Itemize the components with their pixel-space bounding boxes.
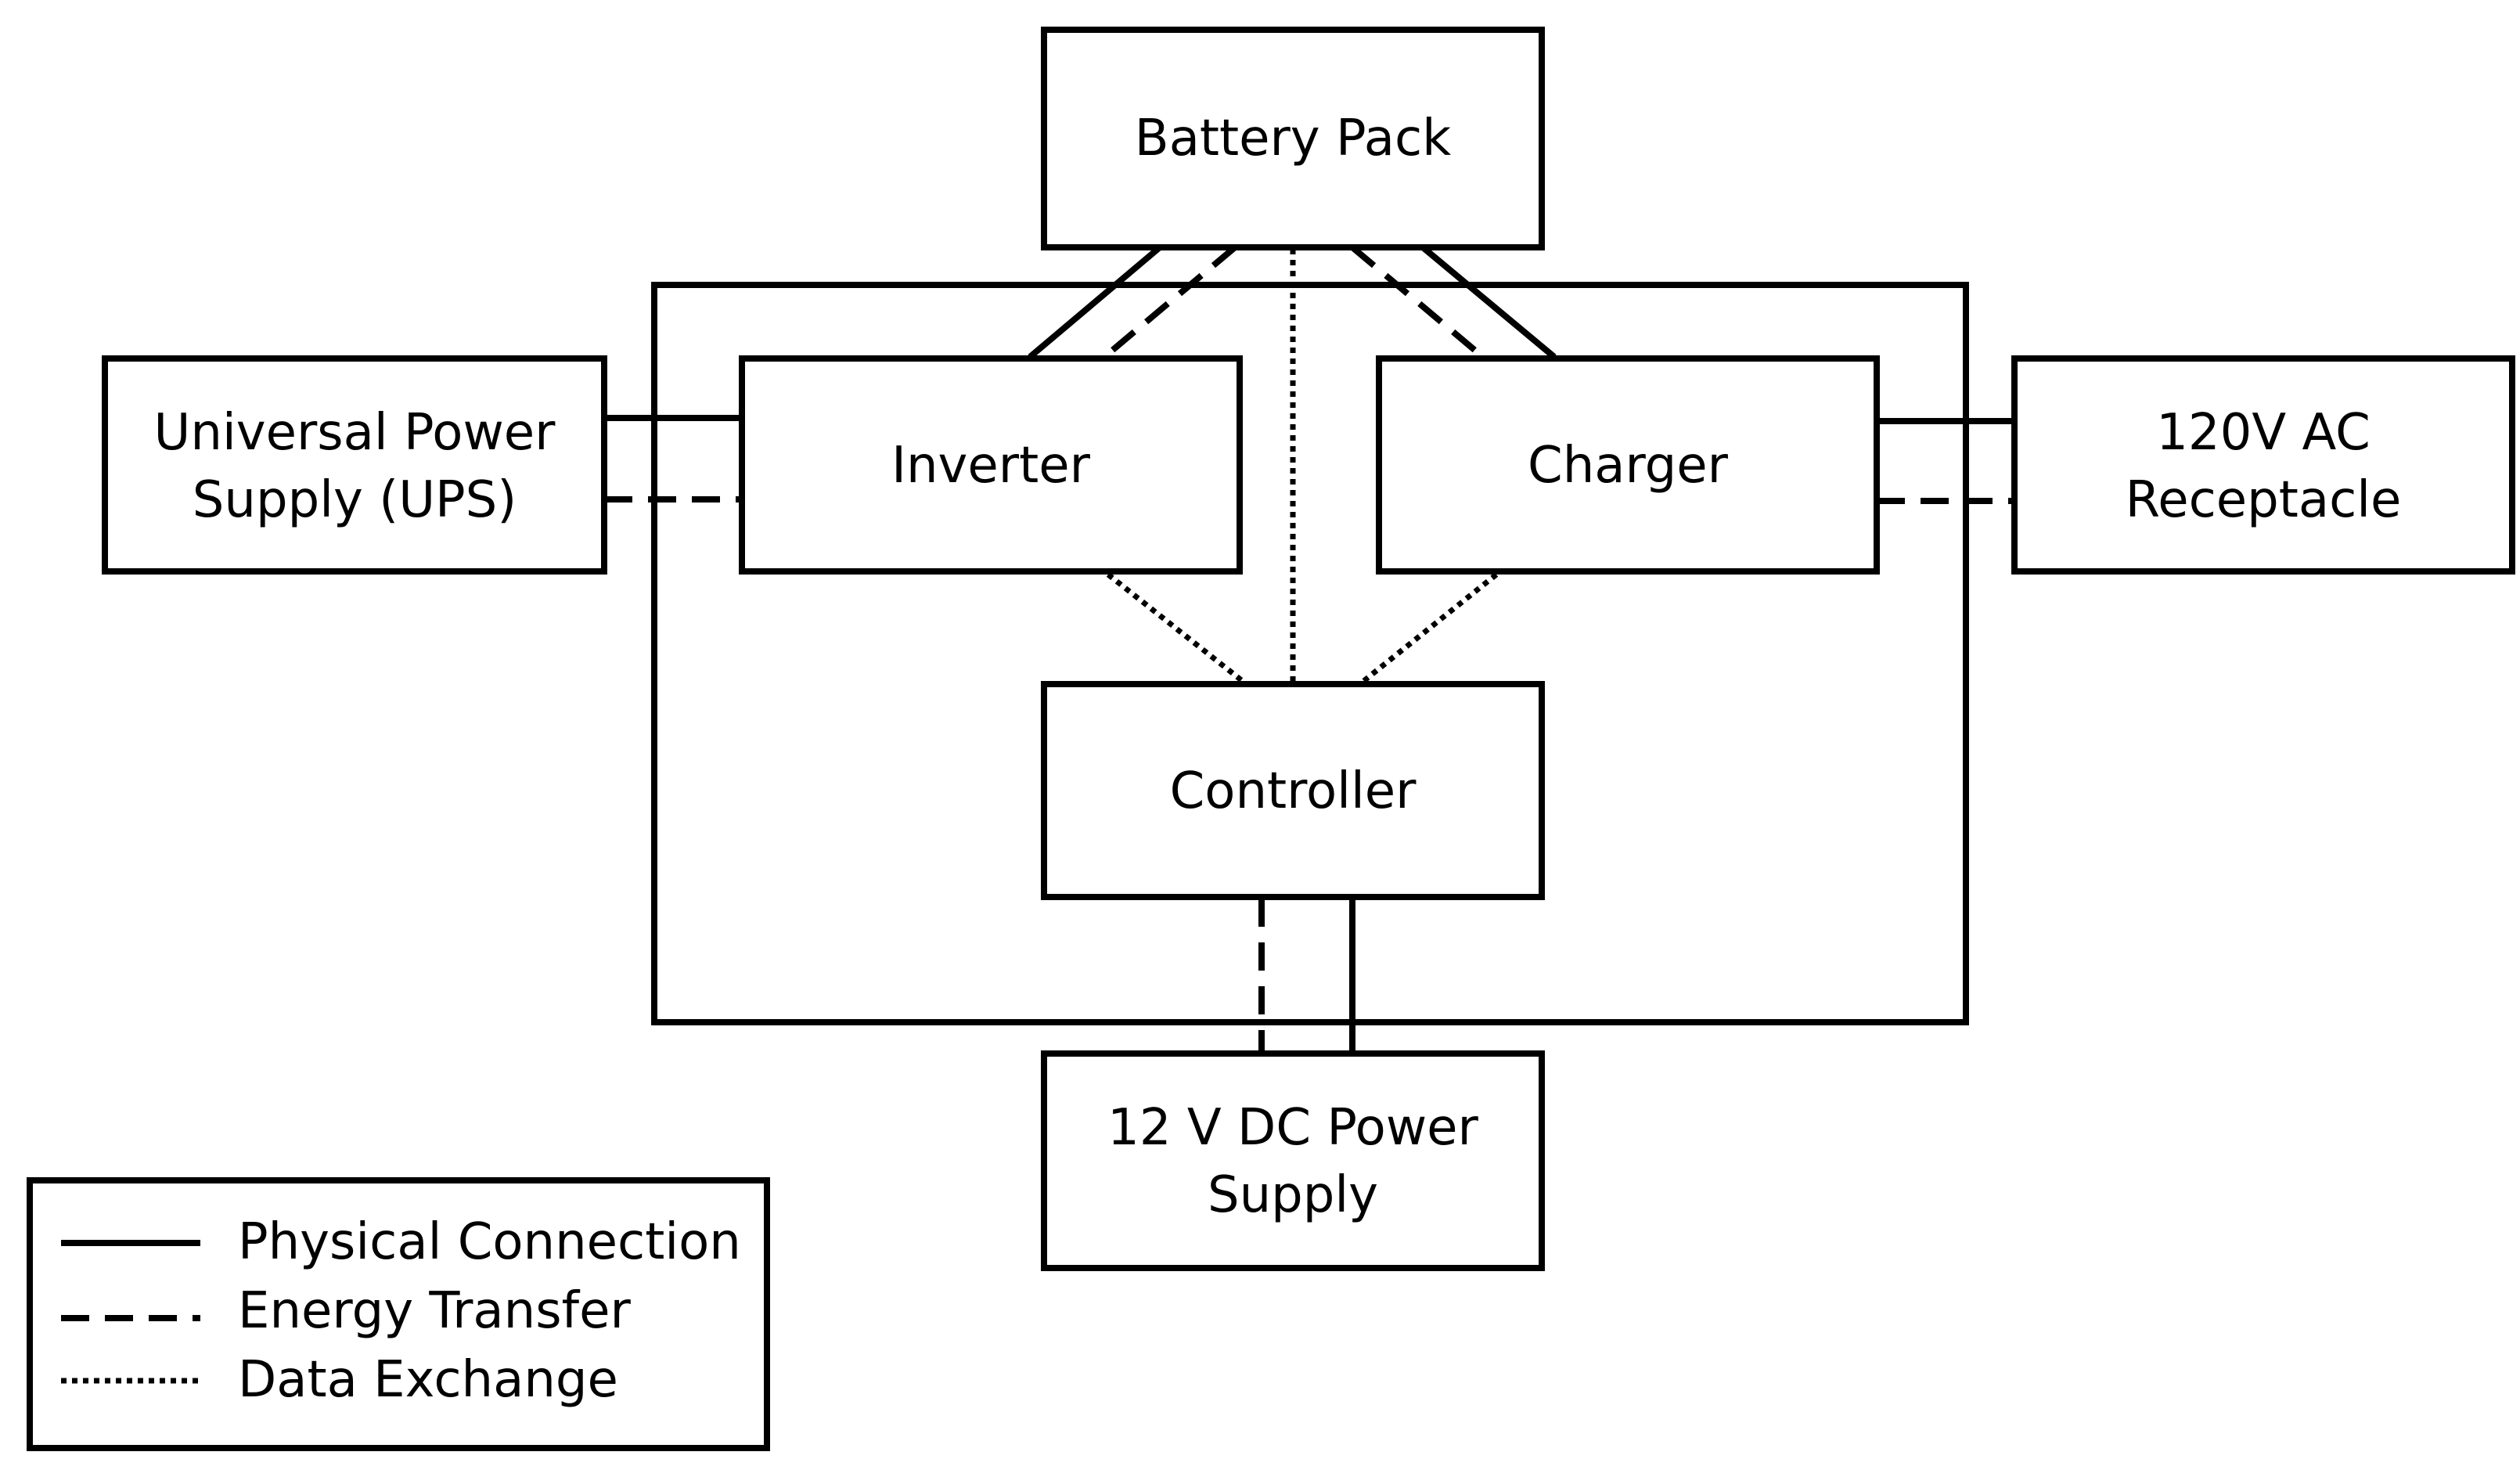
controller-label: Controller	[1170, 762, 1417, 820]
battery-inverter-energy-line	[1096, 244, 1237, 365]
receptacle-label-line1: 120V AC	[2156, 404, 2371, 462]
battery-charger-energy-line	[1350, 244, 1491, 365]
legend-energy-label: Energy Transfer	[238, 1282, 631, 1340]
system-enclosure	[651, 282, 1969, 1025]
dc-supply-label-line1: 12 V DC Power	[1107, 1099, 1478, 1157]
ups-node: Universal Power Supply (UPS)	[102, 355, 607, 575]
battery-inverter-physical-line	[1028, 244, 1162, 360]
inverter-controller-data-line	[1106, 572, 1247, 685]
ups-label-line1: Universal Power	[154, 404, 556, 462]
battery-pack-node: Battery Pack	[1041, 27, 1545, 250]
battery-pack-label: Battery Pack	[1135, 110, 1451, 168]
controller-node: Controller	[1041, 681, 1545, 900]
legend-box	[27, 1177, 770, 1451]
charger-node: Charger	[1376, 355, 1880, 575]
receptacle-label-line2: Receptacle	[2126, 471, 2402, 529]
inverter-node: Inverter	[739, 355, 1243, 575]
dc-supply-label-line2: Supply	[1208, 1166, 1378, 1224]
legend: Physical Connection Energy Transfer Data…	[27, 1177, 770, 1451]
inverter-label: Inverter	[891, 437, 1090, 495]
legend-data-label: Data Exchange	[238, 1351, 618, 1409]
legend-physical-label: Physical Connection	[238, 1213, 741, 1271]
dc-supply-node: 12 V DC Power Supply	[1041, 1050, 1545, 1271]
ups-label-line2: Supply (UPS)	[193, 471, 517, 529]
charger-label: Charger	[1528, 437, 1729, 495]
battery-charger-physical-line	[1420, 244, 1557, 360]
charger-controller-data-line	[1359, 572, 1499, 685]
receptacle-node: 120V AC Receptacle	[2011, 355, 2515, 575]
